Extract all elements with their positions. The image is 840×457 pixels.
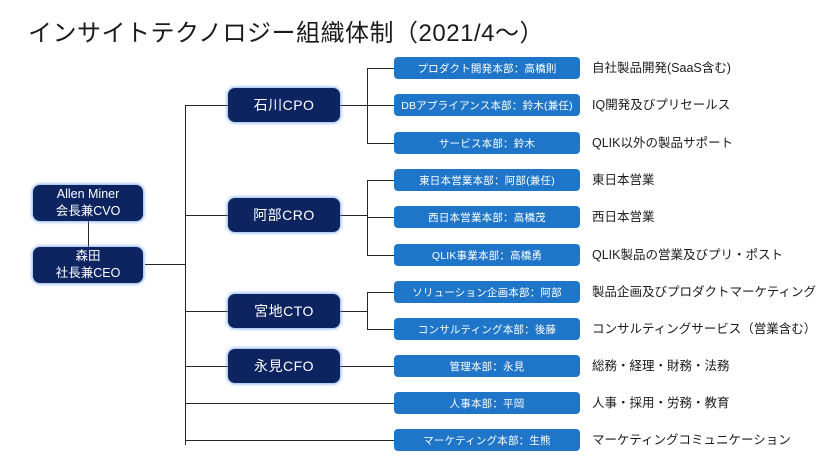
department-box[interactable]: サービス本部：鈴木: [394, 132, 580, 154]
connector-cfo-stem: [340, 366, 394, 368]
connector-cpo-dept-1: [367, 68, 394, 70]
connector-cto-stem: [340, 311, 368, 313]
department-box[interactable]: QLIK事業本部：高橋勇: [394, 244, 580, 266]
department-description: マーケティングコミュニケーション: [592, 432, 791, 447]
department-box[interactable]: プロダクト開発本部：高橋則: [394, 57, 580, 79]
department-description: コンサルティングサービス（営業含む）: [592, 321, 817, 336]
connector-cpo-dept-3: [367, 143, 394, 145]
connector-cpo-dept-2: [367, 105, 394, 107]
exec-name: 森田: [75, 249, 101, 264]
department-description: IQ開発及びプリセールス: [592, 97, 731, 112]
department-description: 西日本営業: [592, 209, 655, 224]
department-box[interactable]: マーケティング本部：生熊: [394, 429, 580, 451]
department-box[interactable]: 人事本部：平岡: [394, 392, 580, 414]
department-box[interactable]: ソリューション企画本部：阿部: [394, 281, 580, 303]
officer-box-cpo[interactable]: 石川CPO: [228, 88, 340, 122]
connector-main-trunk: [185, 105, 187, 445]
exec-box-chairman[interactable]: Allen Miner 会長兼CVO: [33, 185, 143, 221]
exec-role: 会長兼CVO: [55, 204, 121, 218]
officer-box-cfo[interactable]: 永見CFO: [228, 349, 340, 383]
department-description: 総務・経理・財務・法務: [592, 358, 730, 373]
connector-cro-dept-2: [367, 217, 394, 219]
department-description: 人事・採用・労務・教育: [592, 395, 730, 410]
connector-cto-dept-1: [367, 292, 394, 294]
connector-trunk-cpo: [185, 105, 228, 107]
connector-cpo-stem: [340, 105, 368, 107]
connector-trunk-cfo: [185, 366, 228, 368]
connector-cvo-ceo: [88, 220, 90, 252]
department-box[interactable]: 東日本営業本部：阿部(兼任): [394, 169, 580, 191]
department-box[interactable]: 西日本営業本部：高橋茂: [394, 206, 580, 228]
connector-cro-dept-3: [367, 255, 394, 257]
exec-name: Allen Miner: [56, 187, 120, 202]
department-description: 東日本営業: [592, 172, 655, 187]
officer-box-cro[interactable]: 阿部CRO: [228, 198, 340, 232]
department-box[interactable]: コンサルティング本部：後藤: [394, 318, 580, 340]
exec-box-ceo[interactable]: 森田 社長兼CEO: [33, 247, 143, 283]
connector-cro-stem: [340, 215, 368, 217]
department-description: 自社製品開発(SaaS含む): [592, 60, 731, 75]
connector-trunk-marketing: [185, 440, 394, 442]
department-description: QLIK以外の製品サポート: [592, 135, 733, 150]
page-title: インサイトテクノロジー組織体制（2021/4〜）: [28, 20, 544, 47]
connector-trunk-cro: [185, 215, 228, 217]
exec-role: 社長兼CEO: [55, 266, 121, 280]
connector-cto-bus: [367, 292, 369, 330]
department-description: QLIK製品の営業及びプリ・ポスト: [592, 247, 783, 262]
department-description: 製品企画及びプロダクトマーケティング: [592, 284, 817, 299]
officer-box-cto[interactable]: 宮地CTO: [228, 294, 340, 328]
connector-trunk-cto: [185, 311, 228, 313]
connector-cto-dept-2: [367, 329, 394, 331]
connector-trunk-hr: [185, 403, 394, 405]
connector-cro-dept-1: [367, 180, 394, 182]
department-box[interactable]: DBアプライアンス本部：鈴木(兼任): [394, 94, 580, 116]
connector-ceo-trunk: [145, 264, 186, 266]
department-box[interactable]: 管理本部：永見: [394, 355, 580, 377]
